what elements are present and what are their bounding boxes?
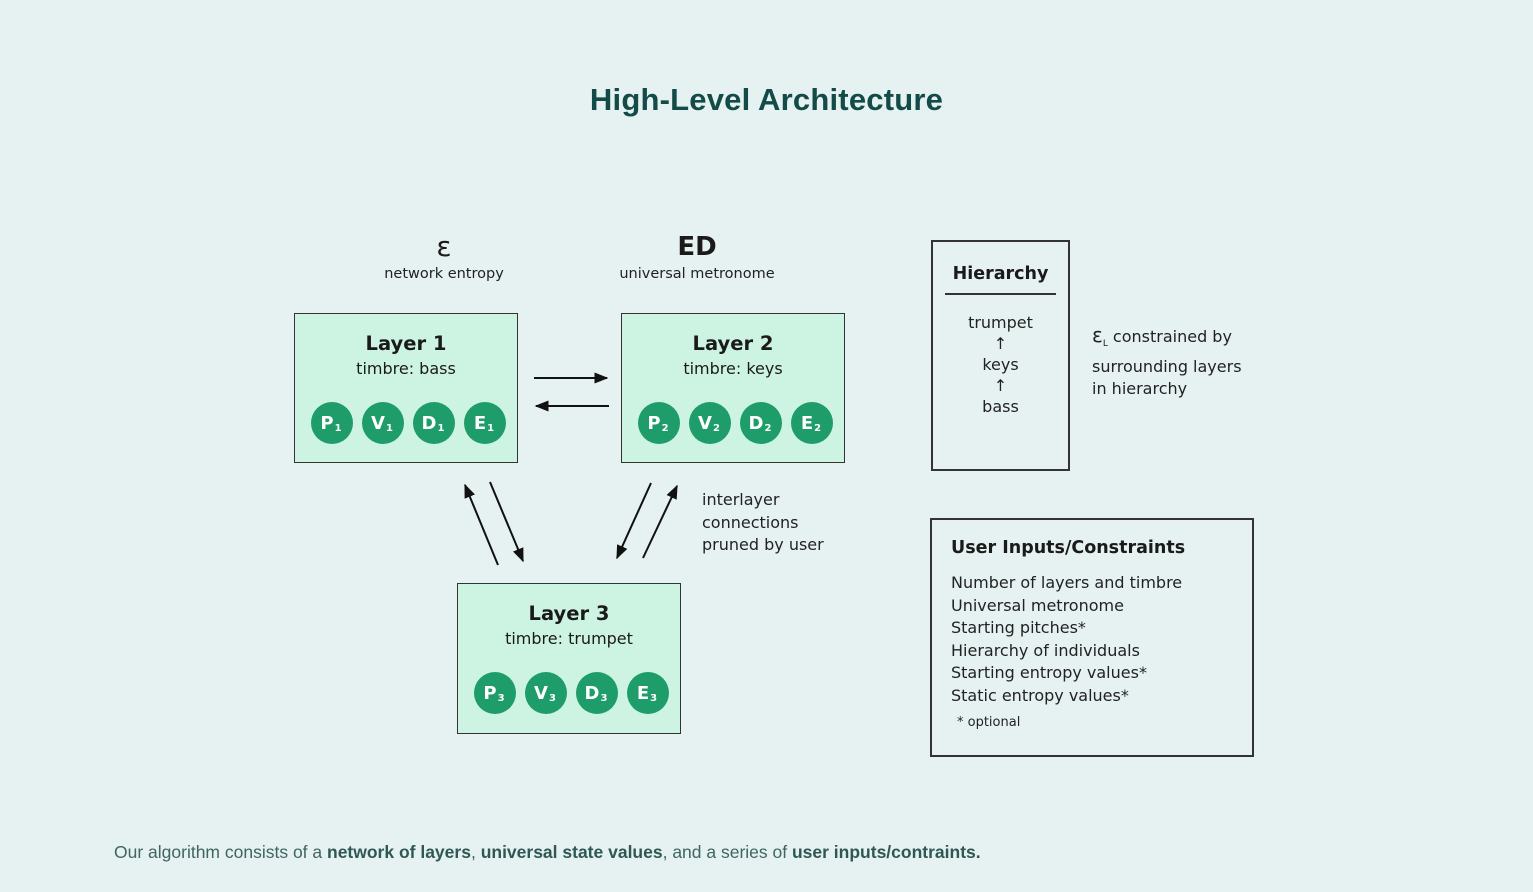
ed-glyph: ED <box>677 232 717 262</box>
hierarchy-box: Hierarchy trumpet ↑ keys ↑ bass <box>931 240 1070 471</box>
note-line: interlayer <box>702 490 780 509</box>
epsilon-subscript: L <box>1102 339 1108 350</box>
note-line: connections <box>702 512 799 532</box>
universal-metronome-symbol: ED universal metronome <box>612 232 782 282</box>
note-line: pruned by user <box>702 535 824 554</box>
hierarchy-item: bass <box>982 396 1019 416</box>
caption: Our algorithm consists of a network of l… <box>114 842 981 862</box>
arrow-layer3-to-layer1 <box>464 483 499 566</box>
user-inputs-footnote: * optional <box>957 715 1021 730</box>
user-input-item: Static entropy values* <box>951 685 1129 705</box>
caption-bold: network of layers <box>327 842 471 862</box>
user-input-item: Number of layers and timbre <box>951 573 1183 592</box>
user-inputs-box: User Inputs/Constraints Number of layers… <box>930 518 1254 757</box>
caption-bold: user inputs/contraints. <box>791 842 981 862</box>
layer-title: Layer 3 <box>528 602 610 625</box>
arrow-layer2-to-layer3 <box>616 482 652 560</box>
layer-timbre: timbre: bass <box>356 359 456 378</box>
user-input-item: Hierarchy of individuals <box>951 640 1140 660</box>
user-input-item: Universal metronome <box>951 595 1124 615</box>
layer-title: Layer 1 <box>365 332 447 355</box>
layer-timbre: timbre: trumpet <box>505 629 633 648</box>
hierarchy-item: trumpet <box>968 312 1033 332</box>
arrow-layer3-to-layer2 <box>642 484 678 559</box>
network-entropy-label: network entropy <box>384 266 504 282</box>
universal-metronome-label: universal metronome <box>619 266 775 282</box>
user-inputs-title: User Inputs/Constraints <box>951 538 1186 558</box>
arrow-layer1-to-layer3 <box>489 481 524 563</box>
interlayer-note: interlayer connections pruned by user <box>702 489 824 557</box>
page-title: High-Level Architecture <box>589 82 944 117</box>
user-input-item: Starting entropy values* <box>951 663 1147 682</box>
note-line: surrounding layers <box>1092 356 1242 376</box>
user-input-item: Starting pitches* <box>951 618 1086 637</box>
hierarchy-divider <box>945 293 1056 295</box>
network-entropy-symbol: ε network entropy <box>374 230 514 283</box>
up-arrow-icon: ↑ <box>993 333 1008 353</box>
caption-bold: universal state values <box>480 842 663 862</box>
hierarchy-item: keys <box>982 354 1019 374</box>
note-line: εL constrained by <box>1092 323 1232 350</box>
hierarchy-title: Hierarchy <box>952 264 1049 284</box>
epsilon-glyph: ε <box>1092 323 1103 347</box>
note-line: in hierarchy <box>1092 379 1188 399</box>
layer-title: Layer 2 <box>692 332 774 355</box>
epsilon-glyph: ε <box>436 230 452 263</box>
up-arrow-icon: ↑ <box>993 375 1008 395</box>
layer-timbre: timbre: keys <box>683 359 783 378</box>
constraint-note: εL constrained by surrounding layers in … <box>1092 324 1242 401</box>
